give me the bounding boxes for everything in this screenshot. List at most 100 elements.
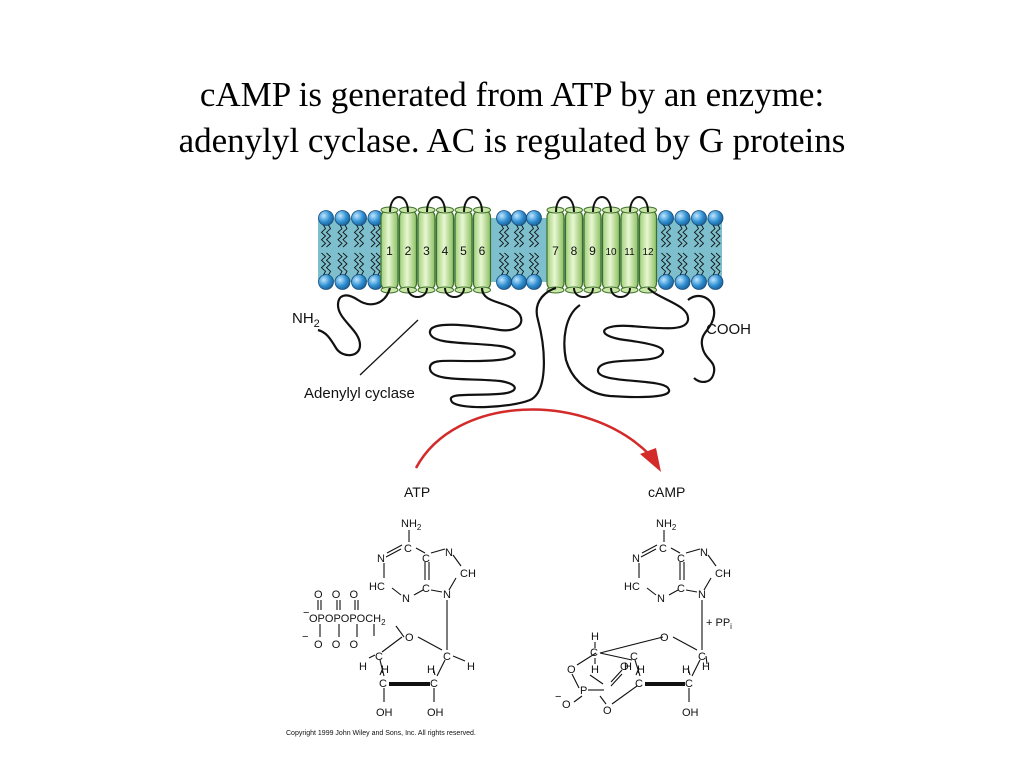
lipid-tail: [682, 224, 688, 248]
lipid-tail: [353, 252, 360, 276]
lipid-tail: [518, 252, 525, 276]
lipid-tail: [528, 252, 535, 276]
lipid-tail: [665, 252, 672, 276]
camp-o3: O: [603, 705, 612, 717]
camp-n7: N: [700, 547, 708, 559]
lipid-molecules: [318, 210, 724, 290]
camp-phosphorus: P: [580, 685, 587, 697]
atp-c4-prime: C: [375, 651, 383, 663]
lipid-tail: [320, 252, 327, 276]
helix-number: 6: [479, 244, 486, 258]
helix-number: 8: [571, 244, 578, 258]
camp-c5-prime: C: [590, 647, 598, 659]
camp-bonds: [571, 530, 717, 705]
title-line-2: adenylyl cyclase. AC is regulated by G p…: [178, 121, 846, 160]
lipid-tail: [358, 224, 365, 248]
lipid-head: [674, 274, 691, 290]
camp-ring-oxygen: O: [660, 632, 669, 644]
helix-2: 2: [398, 206, 418, 294]
lipid-tail: [710, 224, 716, 248]
helix-5: 5: [454, 206, 473, 294]
atp-phosphate-oxygens-top: O O O: [314, 589, 358, 601]
helix-number: 4: [442, 244, 449, 258]
helix-number: 12: [642, 247, 654, 258]
helix-7: 7: [546, 206, 565, 294]
atp-c2-prime: C: [430, 678, 438, 690]
atp-h3: H: [381, 664, 389, 676]
lipid-tail: [715, 224, 721, 248]
atp-phosphate-charge: −: [303, 607, 309, 619]
helix-4: 4: [435, 206, 455, 294]
camp-c2: HC: [624, 581, 640, 593]
lipid-head: [511, 274, 527, 290]
camp-o5: O: [567, 664, 576, 676]
helix-11: 11: [620, 206, 639, 294]
helix-number: 11: [624, 247, 635, 258]
atp-c8: CH: [460, 568, 476, 580]
lipid-tail: [337, 224, 343, 248]
lipid-head: [707, 274, 724, 290]
c-terminal-tail: [687, 294, 716, 384]
helix-6: 6: [472, 206, 492, 294]
lipid-head: [496, 274, 512, 290]
lipid-tail: [503, 252, 510, 276]
lipid-head: [526, 210, 542, 226]
helix-1: 1: [380, 206, 399, 294]
lipid-head: [707, 210, 724, 226]
lipid-tail: [513, 224, 520, 248]
lipid-tail: [533, 252, 540, 276]
camp-n9: N: [698, 589, 706, 601]
atp-n7: N: [445, 547, 453, 559]
helix-8: 8: [564, 206, 584, 294]
lipid-tail: [503, 224, 510, 248]
atp-nh2: NH2: [401, 518, 422, 532]
camp-h2: H: [682, 664, 690, 676]
n-terminal-tail: [317, 287, 392, 357]
adenylyl-cyclase-label: Adenylyl cyclase: [304, 385, 415, 402]
atp-phosphate-charge-2: −: [302, 631, 308, 643]
atp-c2: HC: [369, 581, 385, 593]
helix-number: 10: [605, 247, 617, 258]
camp-charge: −: [555, 691, 561, 703]
lipid-tail: [337, 252, 343, 276]
lipid-tail: [320, 224, 327, 248]
camp-c4: C: [677, 583, 685, 595]
lipid-head: [691, 274, 707, 290]
lipid-tail: [325, 224, 332, 248]
camp-n1: N: [632, 553, 640, 565]
lipid-tail: [375, 252, 381, 276]
atp-structure: NH2 N C C N CH HC N C N O O O − OPOPOPOC…: [302, 518, 476, 719]
lipid-tail: [353, 224, 360, 248]
camp-c2-prime: C: [685, 678, 693, 690]
atp-h4: H: [359, 661, 367, 673]
camp-pyrophosphate: + PPi: [706, 617, 732, 631]
lipid-tail: [370, 252, 376, 276]
lipid-tail: [342, 252, 348, 276]
camp-o-minus: O: [562, 699, 571, 711]
reaction-arrowhead: [640, 448, 661, 472]
lipid-tail: [358, 252, 365, 276]
atp-label: ATP: [404, 484, 430, 500]
lipid-head: [351, 210, 367, 226]
lipid-tail: [665, 224, 672, 248]
lipid-head: [334, 274, 351, 290]
camp-c5: C: [677, 553, 685, 565]
slide-title: cAMP is generated from ATP by an enzyme:…: [0, 72, 1024, 164]
lipid-tail: [677, 224, 683, 248]
helix-number: 7: [552, 244, 559, 258]
lipid-tail: [342, 224, 348, 248]
cytoplasmic-domains: [317, 286, 716, 409]
atp-oh2: OH: [427, 707, 444, 719]
lipid-head: [318, 274, 334, 290]
lipid-tail: [677, 252, 683, 276]
atp-bonds: [317, 530, 466, 702]
helix-number: 9: [589, 244, 596, 258]
atp-ring-oxygen: O: [405, 632, 414, 644]
lipid-head: [318, 210, 334, 226]
lipid-tail: [693, 224, 700, 248]
lipid-tail: [698, 252, 705, 276]
camp-structure: NH2 N C C N CH HC N C N + PPi H C H O C …: [555, 518, 732, 719]
atp-c4: C: [422, 583, 430, 595]
